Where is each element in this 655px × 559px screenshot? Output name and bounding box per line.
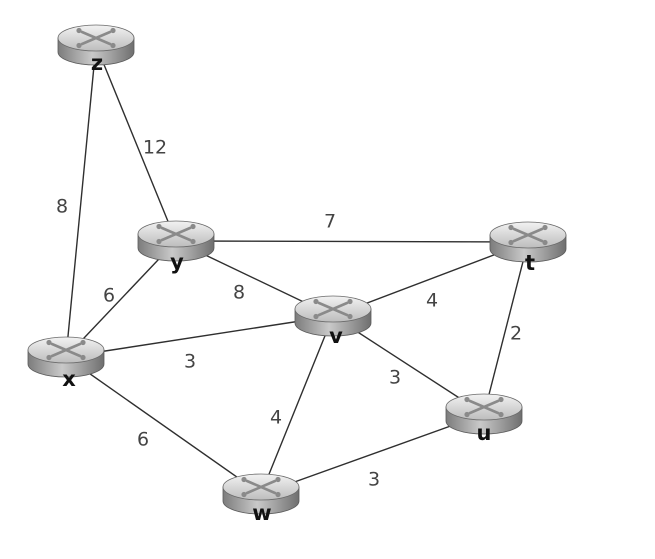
router-node-z: z — [57, 24, 135, 75]
node-label-w: w — [252, 501, 271, 525]
router-icon — [137, 220, 215, 262]
edge-w-u — [260, 413, 485, 495]
edge-z-x — [65, 44, 97, 358]
edge-y-x — [65, 240, 177, 358]
router-icon — [294, 295, 372, 337]
edge-weight-y-t: 7 — [324, 211, 336, 233]
router-icon — [57, 24, 135, 66]
edge-t-u — [483, 241, 529, 415]
edge-weight-x-v: 3 — [184, 351, 196, 373]
edge-weight-y-x: 6 — [103, 285, 115, 307]
node-label-x: x — [62, 367, 76, 391]
node-label-y: y — [170, 250, 184, 274]
edge-weight-v-t: 4 — [426, 290, 438, 312]
weights-layer: 12 8 7 6 8 4 2 3 3 6 4 3 — [56, 137, 522, 491]
router-node-u: u — [445, 393, 523, 445]
edge-weight-y-v: 8 — [233, 282, 245, 304]
node-label-u: u — [477, 421, 492, 445]
node-label-v: v — [329, 324, 343, 348]
node-label-z: z — [91, 51, 103, 75]
router-icon — [445, 393, 523, 435]
edge-weight-v-u: 3 — [389, 367, 401, 389]
router-node-t: t — [489, 221, 567, 275]
edge-weight-v-w: 4 — [270, 407, 282, 429]
edge-weight-t-u: 2 — [510, 323, 522, 345]
nodes-layer: z y x v t u w — [27, 24, 567, 525]
edge-v-w — [260, 315, 334, 495]
router-icon — [27, 336, 105, 378]
edge-weight-x-w: 6 — [137, 429, 149, 451]
edge-weight-z-x: 8 — [56, 196, 68, 218]
router-node-y: y — [137, 220, 215, 274]
router-icon — [489, 221, 567, 263]
router-node-v: v — [294, 295, 372, 348]
edge-z-y — [95, 44, 177, 242]
edge-x-v — [65, 315, 334, 358]
edge-y-t — [175, 240, 529, 243]
node-label-t: t — [525, 251, 535, 275]
edge-x-w — [65, 356, 262, 495]
router-node-x: x — [27, 336, 105, 391]
router-icon — [222, 473, 300, 515]
router-node-w: w — [222, 473, 300, 525]
edge-weight-w-u: 3 — [368, 469, 380, 491]
edge-weight-z-y: 12 — [143, 137, 167, 159]
